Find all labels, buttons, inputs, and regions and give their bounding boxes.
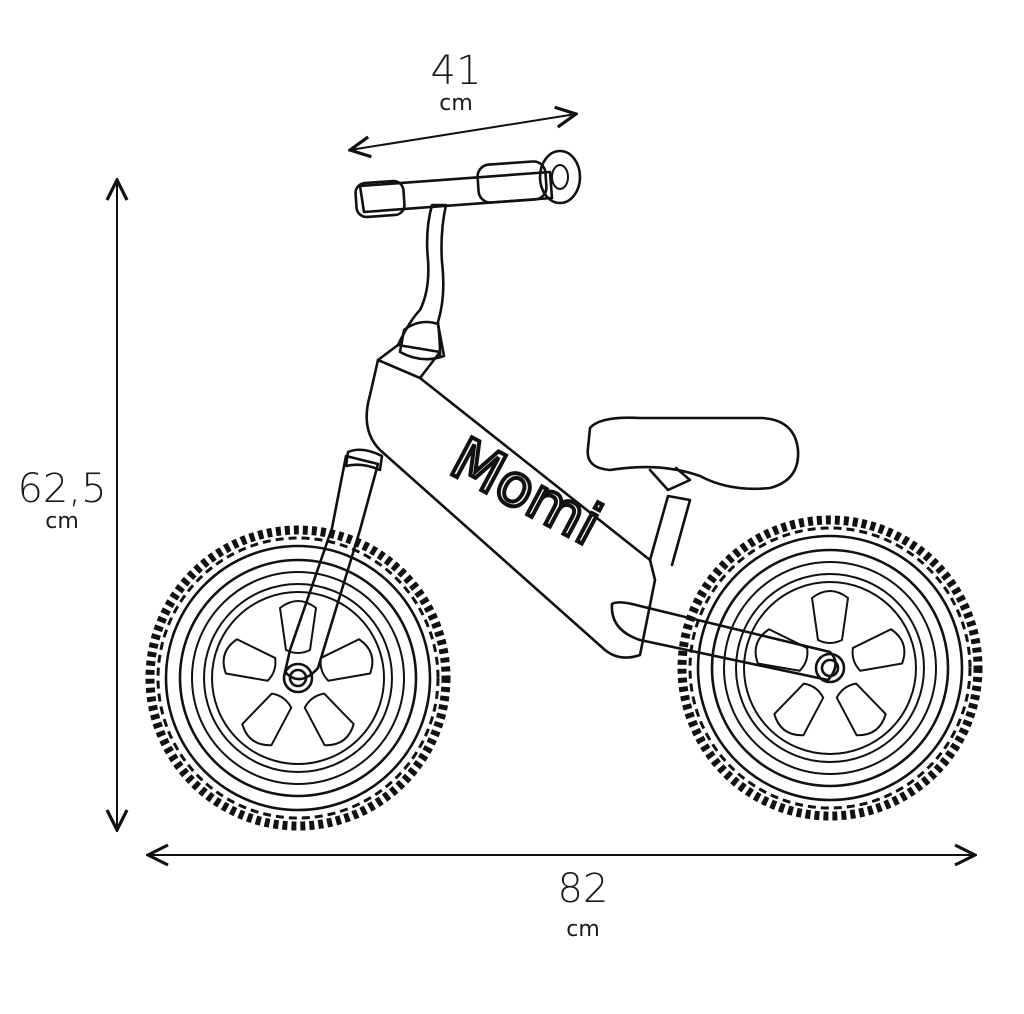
handlebar	[354, 149, 582, 361]
handlebar-dimension: 41 cm	[350, 48, 576, 150]
rear-axle	[820, 658, 840, 678]
bike-frame	[365, 343, 837, 682]
height-dimension: 62,5 cm	[17, 180, 117, 830]
handlebar-dimension-arrow	[350, 114, 576, 150]
length-dimension-value: 82	[558, 866, 609, 912]
front-fork	[283, 448, 384, 688]
height-dimension-value: 62,5	[17, 466, 106, 512]
height-dimension-unit: cm	[45, 509, 79, 534]
length-dimension: 82 cm	[148, 855, 975, 942]
rear-wheel	[682, 520, 978, 816]
length-dimension-unit: cm	[566, 917, 600, 942]
handlebar-dimension-value: 41	[431, 48, 482, 94]
handlebar-dimension-unit: cm	[439, 91, 473, 116]
brand-logo: Momi	[438, 422, 614, 560]
brand-logo-text: Momi	[440, 424, 612, 558]
seat	[586, 416, 800, 492]
